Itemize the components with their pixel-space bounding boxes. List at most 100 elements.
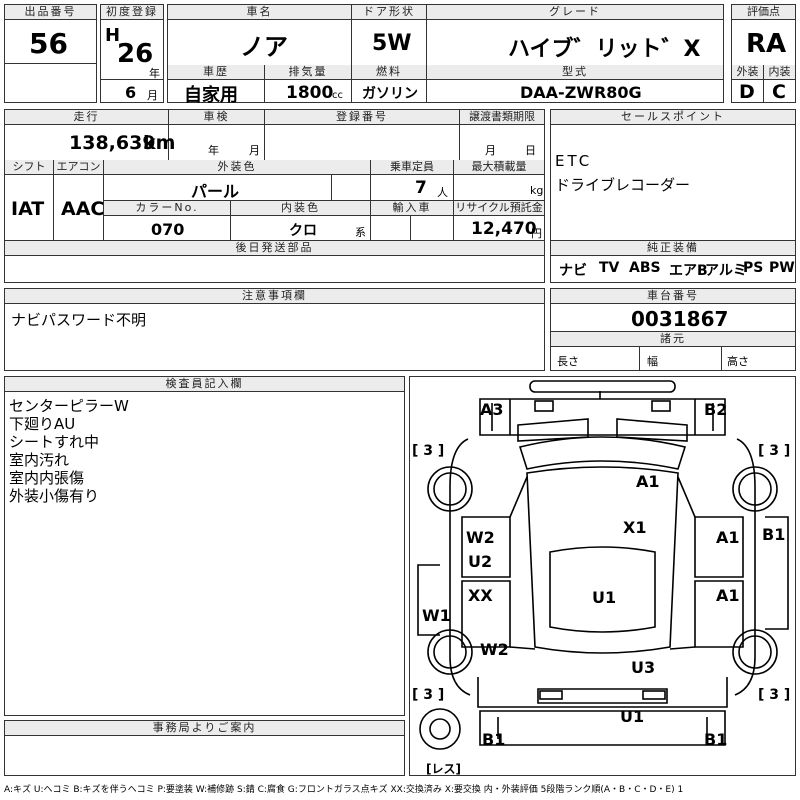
exterior-color: パール (191, 182, 240, 201)
damage-mark: B1 (762, 525, 785, 544)
month-number: 6 (125, 83, 137, 102)
lot-number: 56 (29, 27, 68, 60)
month-unit: 月 (147, 89, 158, 102)
air-conditioner: AAC (61, 198, 105, 220)
damage-mark: U1 (592, 588, 616, 607)
ac-label: エアコン (54, 160, 103, 174)
office-block: 事務局よりご案内 (4, 720, 405, 776)
transfer-deadline-label: 譲渡書類期限 (460, 110, 544, 124)
history: 自家用 (184, 85, 238, 106)
exterior-grade: D (739, 81, 755, 103)
width-label: 幅 (647, 355, 658, 368)
equipment-ps: PS (743, 260, 764, 276)
chassis-number-label: 車台番号 (551, 289, 795, 303)
office-label: 事務局よりご案内 (5, 721, 404, 735)
import-label: 輸入車 (371, 201, 453, 215)
score-block: 評価点 RA 外装 内装 D C (731, 4, 796, 103)
equipment-navi: ナビ (559, 263, 587, 279)
inspector-line: 外装小傷有り (9, 487, 100, 505)
car-info-block: 車名 ドア形状 グレード ノア 5W ハイブ゛リット゛X 車歴 排気量 燃料 型… (167, 4, 724, 106)
mileage: 138,639 (69, 132, 156, 154)
equipment-abs: ABS (629, 260, 661, 276)
registration-number-label: 登録番号 (265, 110, 459, 124)
damage-mark: W2 (466, 528, 495, 547)
inspector-block: 検査員記入欄 センターピラーW 下廻りAU シートすれ中 室内汚れ 室内内張傷 … (4, 376, 405, 716)
transfer-month-unit: 月 (485, 144, 496, 157)
interior-color-unit: 系 (355, 226, 366, 239)
interior-grade: C (772, 81, 786, 103)
damage-mark: U1 (620, 707, 644, 726)
notes-label: 注意事項欄 (5, 289, 544, 303)
car-name: ノア (240, 33, 288, 61)
history-label: 車歴 (168, 65, 264, 79)
sales-point-line: ドライブレコーダー (555, 176, 691, 194)
max-load-label: 最大積載量 (454, 160, 544, 174)
interior-color: クロ (289, 223, 317, 239)
tire-label-rear-right: [ 3 ] (758, 687, 790, 703)
notes-text: ナビパスワード不明 (11, 311, 147, 329)
lot-number-label: 出品番号 (5, 5, 96, 19)
grade-label: グレード (427, 5, 723, 19)
first-registration-label: 初度登録 (101, 5, 163, 19)
equipment-tv: TV (599, 260, 620, 276)
tire-label-front-right: [ 3 ] (758, 443, 790, 459)
lot-number-cell: 出品番号 56 (4, 4, 97, 103)
chassis-number: 0031867 (631, 307, 729, 331)
sales-point-line: ETC (555, 152, 593, 170)
grade: ハイブ゛リット゛X (508, 37, 701, 62)
model: DAA-ZWR80G (520, 83, 642, 102)
equipment-alloy: アルミ (705, 263, 747, 279)
inspector-line: 下廻りAU (9, 415, 76, 433)
displacement: 1800 (286, 83, 334, 103)
transfer-day-unit: 日 (525, 144, 536, 157)
damage-mark: W1 (422, 606, 451, 625)
mileage-label: 走行 (5, 110, 168, 124)
damage-mark: XX (468, 586, 493, 605)
door-label: ドア形状 (352, 5, 426, 19)
inspector-label: 検査員記入欄 (5, 377, 404, 391)
height-label: 高さ (727, 355, 749, 368)
chassis-block: 車台番号 0031867 諸元 長さ 幅 高さ (550, 288, 796, 371)
inspector-line: 室内内張傷 (9, 469, 85, 487)
tire-label-front-left: [ 3 ] (412, 443, 444, 459)
notes-block: 注意事項欄 ナビパスワード不明 (4, 288, 545, 371)
inspection-year-unit: 年 (208, 144, 219, 157)
capacity-label: 乗車定員 (371, 160, 453, 174)
equipment-pw: PW (769, 260, 795, 276)
recycle-fee: 12,470 (471, 219, 537, 239)
displacement-unit: cc (332, 90, 343, 101)
tire-label-rear-left: [ 3 ] (412, 687, 444, 703)
first-registration-cell: 初度登録 H 26 年 6 月 (100, 4, 164, 103)
inspector-line: シートすれ中 (9, 433, 100, 451)
year-number: 26 (117, 39, 154, 69)
score: RA (746, 29, 787, 59)
capacity-unit: 人 (437, 186, 448, 199)
damage-mark: A1 (716, 528, 740, 547)
exterior-label: 外装 (732, 65, 763, 79)
mileage-unit: km (143, 132, 176, 154)
inspection-label: 車検 (169, 110, 264, 124)
color-number: 070 (151, 220, 185, 239)
year-unit: 年 (149, 67, 160, 80)
sales-point-label: セールスポイント (551, 110, 795, 124)
capacity: 7 (415, 178, 427, 198)
damage-mark: B2 (704, 400, 727, 419)
shift: IAT (11, 198, 45, 220)
spare-tire-label: [レス] (426, 762, 461, 775)
damage-mark: U2 (468, 552, 492, 571)
displacement-label: 排気量 (265, 65, 351, 79)
interior-label: 内装 (764, 65, 795, 79)
damage-mark: X1 (623, 518, 646, 537)
genuine-equipment-label: 純正装備 (551, 241, 795, 255)
sales-point-block: セールスポイント ETC ドライブレコーダー 純正装備 ナビ TV ABS エア… (550, 109, 796, 283)
equipment-airbag: エアB (669, 263, 708, 279)
later-parts-label: 後日発送部品 (5, 241, 544, 255)
damage-mark: U3 (631, 658, 655, 677)
damage-mark: A1 (636, 472, 660, 491)
damage-mark: A3 (480, 400, 504, 419)
spec-block: 走行 車検 登録番号 譲渡書類期限 138,639 km 年 月 月 日 シフト… (4, 109, 545, 283)
length-label: 長さ (557, 355, 579, 368)
dimensions-label: 諸元 (551, 332, 795, 346)
damage-mark: B1 (482, 730, 505, 749)
max-load-unit: kg (530, 184, 544, 197)
